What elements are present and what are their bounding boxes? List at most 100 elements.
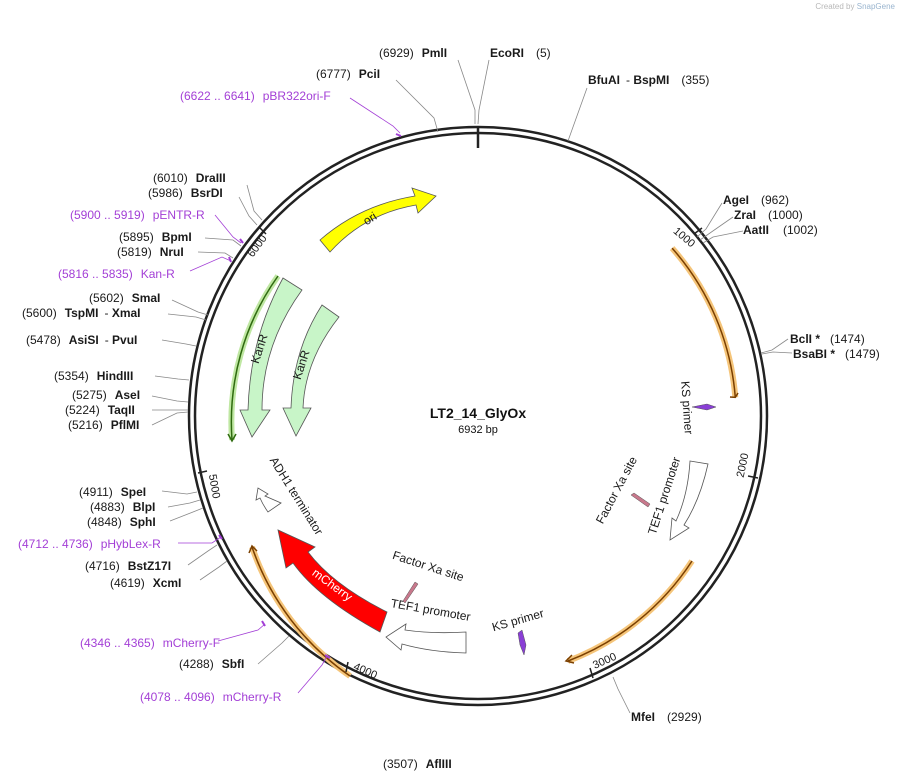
tef1-promoter-label-1: TEF1 promoter [390,596,472,624]
site-draiii[interactable]: (6010)DraIII [153,171,226,185]
kanr-arc-arrow [227,433,237,443]
primer-kan-r[interactable]: (5816 .. 5835)Kan-R [58,267,175,281]
primer-phyblex-r[interactable]: (4712 .. 4736)pHybLex-R [18,537,161,551]
primer-pbr322ori-f[interactable]: (6622 .. 6641)pBR322ori-F [180,89,331,103]
site-afliii[interactable]: (3507)AflIII [383,757,452,771]
site-pflmi[interactable]: (5216)PflMI [68,418,139,432]
primer-pentr-r[interactable]: (5900 .. 5919)pENTR-R [70,208,205,222]
mcherry-feature[interactable] [277,529,388,633]
leader-lines [151,59,793,714]
cds-arc-1 [671,247,737,398]
cds-arc-1-highlight [669,246,739,398]
site-hindiii[interactable]: (5354)HindIII [54,369,133,383]
tick-label-5000: 5000 [206,473,222,499]
cds-arc-2-highlight [566,559,695,664]
leader-spei [161,490,198,495]
site-nrui[interactable]: (5819)NruI [117,245,184,259]
kanr-arc [230,275,279,441]
site-bsrdi[interactable]: (5986)BsrDI [148,186,223,200]
tick-label-6000: 6000 [246,233,270,260]
leader-nrui [197,251,234,259]
factor-xa-site-label-1: Factor Xa site [391,548,466,584]
leader-mfei [612,676,631,714]
site-blpi[interactable]: (4883)BlpI [90,500,155,514]
primer-mcherry-r[interactable]: (4078 .. 4096)mCherry-R [140,690,282,704]
site-bsabi[interactable]: BsaBI *(1479) [793,347,880,361]
factor-xa-site-feature-2[interactable] [630,492,651,508]
site-aatii[interactable]: AatII(1002) [743,223,818,237]
adh1-terminator-label: ADH1 terminator [267,454,326,537]
leader-bfuai [567,87,588,142]
ks-primer-feature-1[interactable] [691,403,717,411]
leader-pmli [457,59,476,124]
primer-mark-phyblex-r [218,534,223,540]
cds-arc-2 [567,560,693,662]
site-spei[interactable]: (4911)SpeI [79,485,146,499]
leader-asei [151,395,189,403]
leader-asisi [161,339,197,347]
primer-mcherry-f[interactable]: (4346 .. 4365)mCherry-F [80,636,220,650]
cds-arc-1-arrow [729,392,739,399]
leader-pcii [395,79,439,133]
plasmid-length: 6932 bp [458,424,498,436]
site-zrai[interactable]: ZraI(1000) [734,208,803,222]
site-ecori[interactable]: EcoRI(5) [490,46,551,60]
site-tspmi-xmai[interactable]: (5600)TspMI- XmaI [22,306,141,320]
leader-pentr-r [214,214,242,244]
ori-feature[interactable] [319,187,437,253]
site-taqii[interactable]: (5224)TaqII [65,403,135,417]
site-bstz17i[interactable]: (4716)BstZ17I [85,559,171,573]
leader-hindiii [154,375,190,381]
site-sbfi[interactable]: (4288)SbfI [179,657,244,671]
primer-mark-kan-r [228,256,232,263]
site-asei[interactable]: (5275)AseI [72,388,140,402]
site-mfei[interactable]: MfeI(2929) [631,710,702,724]
ks-primer-label-2: KS primer [490,606,545,634]
kanr-feature-2[interactable] [282,304,340,437]
site-sphi[interactable]: (4848)SphI [87,515,156,529]
leader-smai [171,299,209,316]
tick-3000 [589,667,594,679]
tick-label-2000: 2000 [735,452,752,478]
primer-mark-mcherry-f [261,620,266,627]
site-smai[interactable]: (5602)SmaI [89,291,160,305]
factor-xa-site-feature-1[interactable] [402,581,419,604]
tick-4000 [345,661,349,673]
cds-arc-3 [251,546,351,677]
site-xcmi[interactable]: (4619)XcmI [110,576,181,590]
tef1-promoter-feature-2[interactable] [669,460,709,541]
leader-aatii [702,230,744,244]
site-bpmi[interactable]: (5895)BpmI [119,230,192,244]
adh1-terminator-feature[interactable] [255,487,282,513]
site-agei[interactable]: AgeI(962) [723,193,789,207]
leader-mcherry-r [297,655,328,694]
site-asisi-pvui[interactable]: (5478)AsiSI- PvuI [26,333,137,347]
leader-pbr322ori-f [349,97,401,134]
cds-arc-2-arrow [564,654,575,664]
leader-sphi [169,507,204,522]
plasmid-name: LT2_14_GlyOx [430,405,526,421]
leader-agei [696,202,723,238]
tick-6000 [259,227,267,235]
leader-bstz17i [187,544,218,566]
site-pcii[interactable]: (6777)PciI [316,67,380,81]
tick-5000 [197,470,208,474]
primer-leader-lines [178,97,401,694]
leader-blpi [167,499,201,508]
leader-bcli [760,338,789,354]
leader-bsrdi [238,196,258,226]
primer-mark-pbr322ori-f [395,133,402,137]
leader-tspmi [167,313,207,321]
ks-primer-feature-2[interactable] [517,629,527,656]
kanr-feature-1[interactable] [239,277,303,438]
tick-label-1000: 1000 [671,225,697,250]
site-bcli[interactable]: BclI *(1474) [790,332,865,346]
tef1-promoter-feature-1[interactable] [385,623,467,654]
ori-label: ori [361,209,380,228]
site-pmli[interactable]: (6929)PmlI [379,46,447,60]
cds-arc-3-arrow [248,544,258,554]
site-bfuai-bspmi[interactable]: BfuAI- BspMI(355) [588,73,709,87]
credit-prefix: Created by [815,2,855,11]
primer-marks [218,133,402,659]
tick-2000 [747,475,759,479]
